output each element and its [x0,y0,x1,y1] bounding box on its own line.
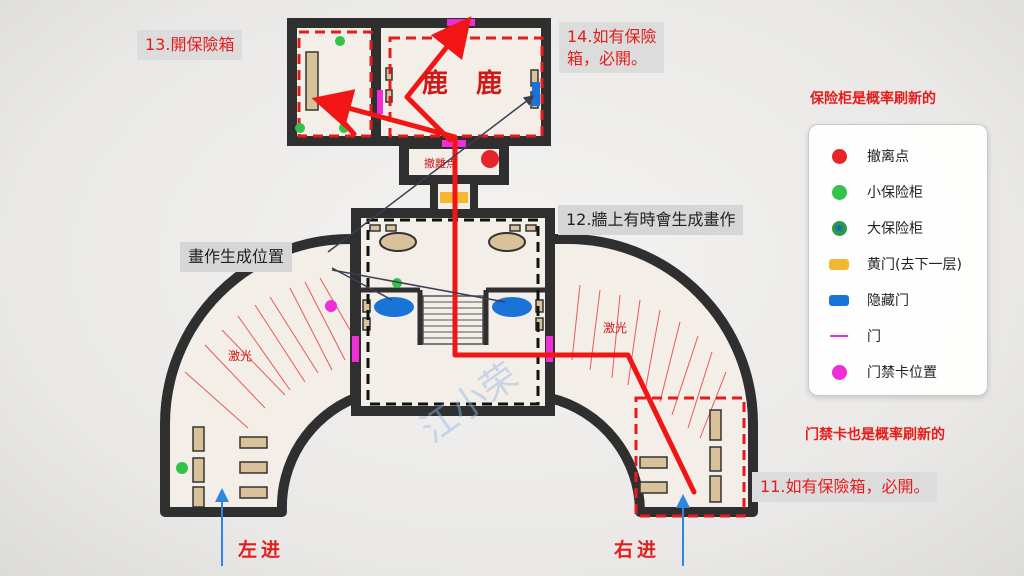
legend-label: 门禁卡位置 [867,365,937,381]
legend-label: 小保险柜 [867,185,923,201]
pink-line-icon [830,335,848,337]
green-dot-icon [831,184,847,200]
deer-label: 鹿 [422,68,448,99]
laser-label-left: 激光 [228,349,252,363]
legend-label: 大保险柜 [867,221,923,237]
hidden-door [532,82,540,106]
entry-right: 右进 [614,539,661,561]
legend-row-small-safe: 小保险柜 [829,181,923,203]
callout-11: 11.如有保險箱，必開。 [752,472,938,502]
curved-corridor [160,234,758,517]
safe-zones [297,30,746,518]
table-left [379,232,417,252]
room-13 [287,18,381,146]
callout-14: 14.如有保險 箱，必開。 [559,22,665,74]
right-furniture [639,409,722,503]
laser-label-right: 激光 [603,321,627,335]
legend-row-hidden-door: 隐藏门 [829,289,909,311]
extract-point [481,150,499,168]
left-furniture [192,426,268,508]
note-safe-refresh: 保险柜是概率刷新的 [810,91,936,107]
extract-label: 撤離点 [424,156,457,170]
legend-row-door: 门 [829,325,881,347]
route [311,16,697,495]
legend: 撤离点 小保险柜 ★ 大保险柜 黄门(去下一层) 隐藏门 门 门禁卡位置 [808,124,988,396]
blue-rect-icon [829,294,849,306]
red-dot-icon [831,148,847,164]
laser-left [184,277,351,429]
legend-row-keycard: 门禁卡位置 [829,361,937,383]
callout-14-line2: 箱，必開。 [567,48,648,68]
pink-dot-icon [831,364,847,380]
callout-13: 13.開保險箱 [137,30,243,60]
legend-label: 撤离点 [867,149,909,165]
deer-label-2: 鹿 [476,68,502,99]
callout-14-line1: 14.如有保險 [567,27,657,46]
legend-label: 隐藏门 [867,293,909,309]
legend-row-extract: 撤离点 [829,145,909,167]
note-keycard-refresh: 门禁卡也是概率刷新的 [805,427,945,443]
entry-left: 左进 [238,539,285,561]
callout-painting: 畫作生成位置 [180,242,293,272]
legend-label: 黄门(去下一层) [867,257,962,273]
legend-row-yellow-door: 黄门(去下一层) [829,253,962,275]
painting-pointers [327,95,535,303]
keycard-location [325,300,337,312]
painting-spot-left [374,297,414,317]
green-star-dot-icon: ★ [831,220,847,236]
callout-12: 12.牆上有時會生成畫作 [558,205,744,235]
legend-row-large-safe: ★ 大保险柜 [829,217,923,239]
table-right [488,232,526,252]
yellow-rect-icon [829,258,849,270]
legend-label: 门 [867,329,881,345]
